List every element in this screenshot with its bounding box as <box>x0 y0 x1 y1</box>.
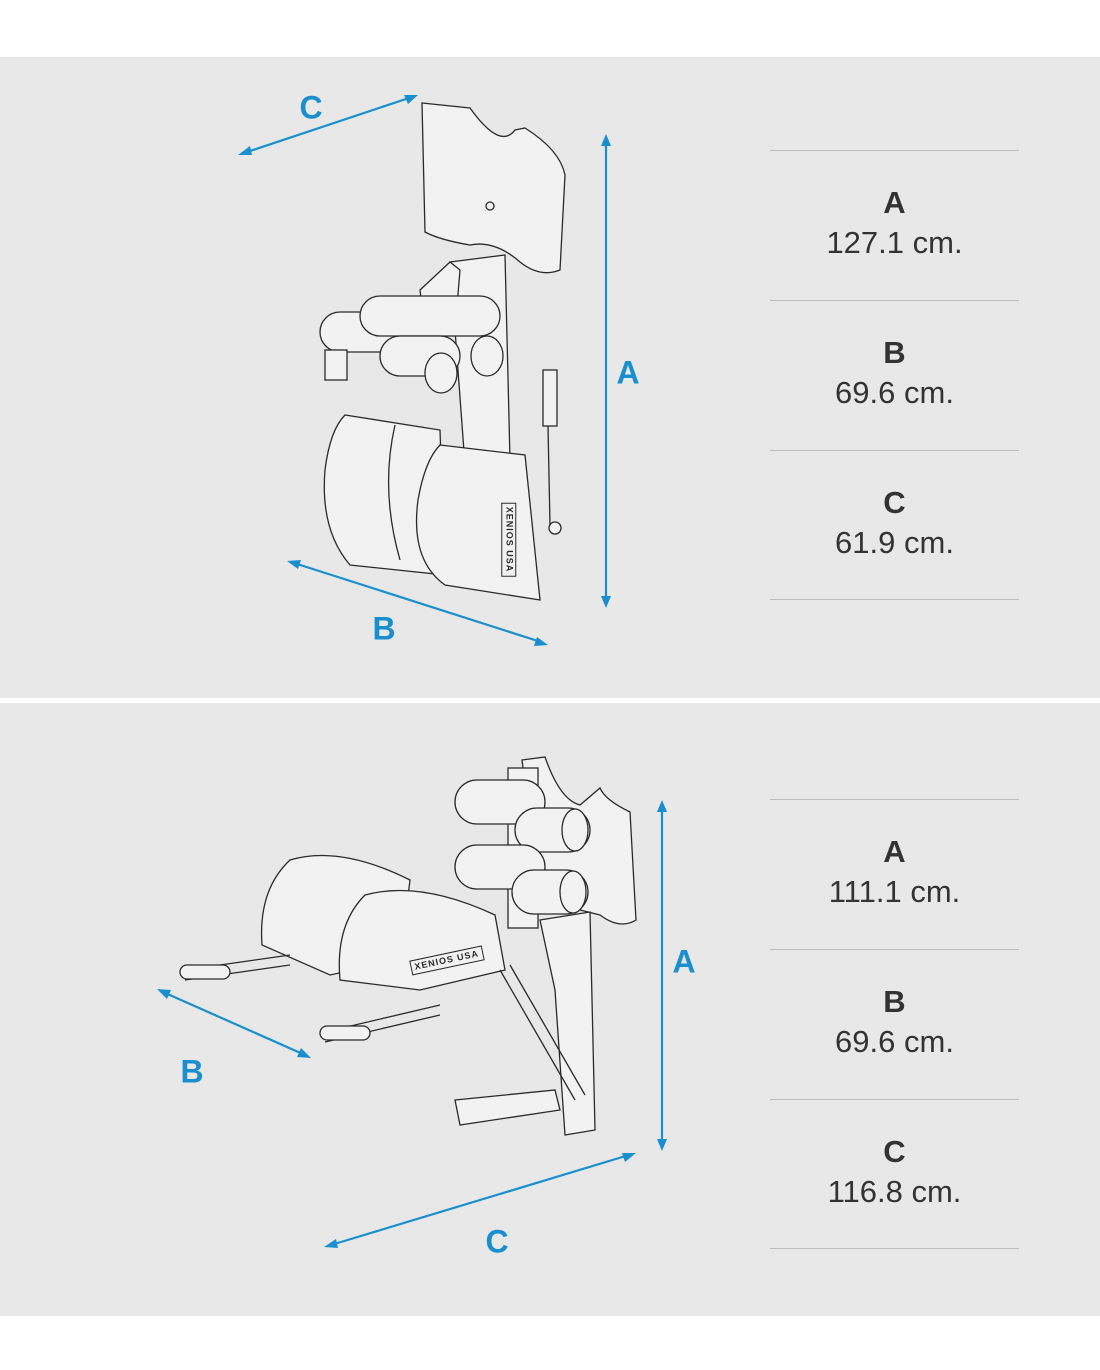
dimensions-table: A 127.1 cm. B 69.6 cm. C 61.9 cm. <box>770 150 1019 600</box>
dimension-row-a: A 127.1 cm. <box>770 150 1019 300</box>
dimension-key: A <box>883 834 906 869</box>
dimension-key: B <box>883 984 906 1019</box>
dimension-a-label: A <box>616 354 640 391</box>
dimension-c-arrow <box>330 1153 630 1247</box>
dimension-b-label: B <box>372 610 396 647</box>
upright-view-panel: XENIOS USA C A B A 127.1 cm. B 69.6 cm. C 6… <box>0 57 1100 698</box>
dimension-c-label: C <box>299 89 323 126</box>
dimension-b-arrow <box>162 990 306 1057</box>
dimension-key: C <box>883 485 906 520</box>
extended-machine-drawing <box>157 756 667 1248</box>
dimension-b-arrow <box>293 561 542 644</box>
dimension-row-b: B 69.6 cm. <box>770 949 1019 1099</box>
dimension-value: 116.8 cm. <box>827 1174 962 1209</box>
dimension-value: 61.9 cm. <box>835 525 954 560</box>
upright-machine-drawing <box>238 95 611 646</box>
dimension-row-b: B 69.6 cm. <box>770 300 1019 450</box>
dimension-key: C <box>883 1134 906 1169</box>
dimension-a-label: A <box>672 943 696 980</box>
dimension-value: 127.1 cm. <box>826 225 963 260</box>
dimension-row-c: C 61.9 cm. <box>770 450 1019 600</box>
dimension-value: 69.6 cm. <box>835 375 954 410</box>
dimension-b-label: B <box>180 1053 204 1090</box>
dimension-value: 111.1 cm. <box>828 874 961 909</box>
dimension-value: 69.6 cm. <box>835 1024 954 1059</box>
dimensions-table: A 111.1 cm. B 69.6 cm. C 116.8 cm. <box>770 799 1019 1249</box>
dimension-c-arrow <box>243 95 413 155</box>
dimension-key: B <box>883 335 906 370</box>
dimension-c-label: C <box>485 1223 509 1260</box>
brand-logo: XENIOS USA <box>501 502 517 577</box>
dimension-row-c: C 116.8 cm. <box>770 1099 1019 1249</box>
dimension-key: A <box>883 185 906 220</box>
dimension-row-a: A 111.1 cm. <box>770 799 1019 949</box>
